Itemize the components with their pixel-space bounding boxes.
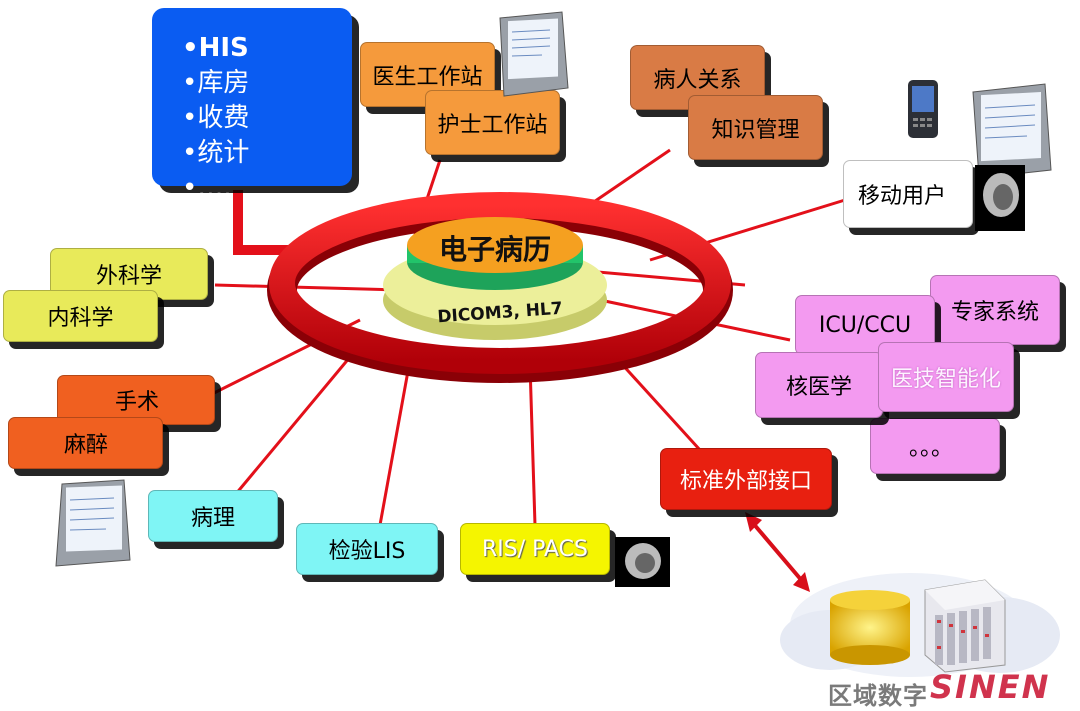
his-item-statistics: •统计 xyxy=(182,138,250,168)
node-med-tech: 医技智能化 xyxy=(878,342,1014,412)
node-anesthesia: 麻醉 xyxy=(8,417,163,469)
his-item-more: •…. xyxy=(182,173,232,203)
node-ellipsis: 。。。 xyxy=(870,418,1000,474)
tablet-device-icon-3 xyxy=(55,479,131,567)
hub-top-cap xyxy=(407,217,583,273)
tablet-device-icon xyxy=(499,11,569,97)
bidirectional-arrow xyxy=(745,512,810,592)
his-item-warehouse: •库房 xyxy=(182,68,250,98)
server-icon xyxy=(924,579,1006,673)
node-internal-dept: 内科学 xyxy=(3,290,158,342)
node-operation: 手术 xyxy=(57,375,215,425)
node-nuclear-med: 核医学 xyxy=(755,352,883,418)
line-pathology xyxy=(233,344,362,496)
line-internal xyxy=(214,283,401,292)
tablet-device-icon-2 xyxy=(972,83,1052,179)
node-mobile-user: 移动用户 xyxy=(843,160,973,228)
node-knowledge-mgmt: 知识管理 xyxy=(688,95,823,160)
pda-phone-icon xyxy=(908,80,938,138)
brand-logo: SINEN xyxy=(930,668,1051,706)
integration-ring xyxy=(269,192,731,374)
node-pathology: 病理 xyxy=(148,490,278,542)
line-pacs xyxy=(528,364,537,526)
mri-scan-icon xyxy=(975,165,1025,231)
node-lab-lis: 检验LIS xyxy=(296,523,438,575)
node-nurse-station: 护士工作站 xyxy=(425,90,560,155)
mri-scan-icon-2 xyxy=(615,537,670,587)
footer-label: 区域数字 xyxy=(828,682,928,710)
node-ris-pacs: RIS/ PACS xyxy=(460,523,610,575)
his-item-his: •HIS xyxy=(182,33,249,63)
node-expert-system: 专家系统 xyxy=(930,275,1060,345)
node-ext-interface: 标准外部接口 xyxy=(660,448,832,510)
line-lab xyxy=(378,359,412,526)
his-system-block: •HIS •库房 •收费 •统计 •…. xyxy=(152,8,352,203)
his-item-billing: •收费 xyxy=(182,103,250,133)
spoke-lines xyxy=(209,148,846,526)
data-center-illustration xyxy=(780,573,1060,677)
hub-title: 电子病历 xyxy=(438,233,551,266)
